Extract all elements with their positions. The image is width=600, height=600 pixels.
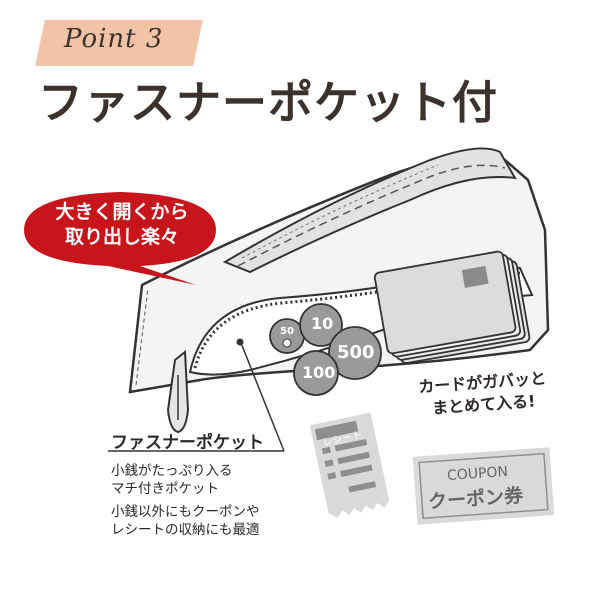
coin-10 bbox=[299, 303, 343, 347]
headline: ファスナーポケット付 bbox=[38, 76, 499, 129]
annotation-title: ファスナーポケット bbox=[111, 433, 264, 453]
annotation-line-3: 小銭以外にもクーポンや bbox=[111, 504, 260, 520]
annotation-line-1: 小銭がたっぷり入る bbox=[111, 463, 233, 479]
coin-50-label: 50 bbox=[280, 326, 294, 337]
coin-100 bbox=[293, 350, 339, 396]
zipper-band bbox=[222, 147, 517, 274]
coupon bbox=[412, 447, 555, 525]
bubble-line-2: 取り出し楽々 bbox=[64, 226, 179, 248]
bubble-line-1: 大きく開くから bbox=[55, 201, 189, 223]
coin-500 bbox=[328, 326, 382, 380]
coin-10-label: 10 bbox=[311, 314, 334, 333]
coin-100-label: 100 bbox=[302, 363, 336, 382]
callout-line bbox=[240, 342, 285, 452]
point-label: Point 3 bbox=[64, 24, 164, 54]
cards bbox=[373, 250, 531, 364]
annotation-line-2: マチ付きポケット bbox=[111, 481, 219, 497]
speech-bubble-text: 大きく開くから 取り出し楽々 bbox=[22, 200, 222, 250]
coin-50 bbox=[269, 318, 305, 354]
speech-bubble bbox=[24, 192, 216, 285]
receipt bbox=[309, 412, 390, 518]
annotation-line-4: レシートの収納にも最適 bbox=[111, 522, 260, 538]
coin-500-label: 500 bbox=[337, 342, 375, 363]
